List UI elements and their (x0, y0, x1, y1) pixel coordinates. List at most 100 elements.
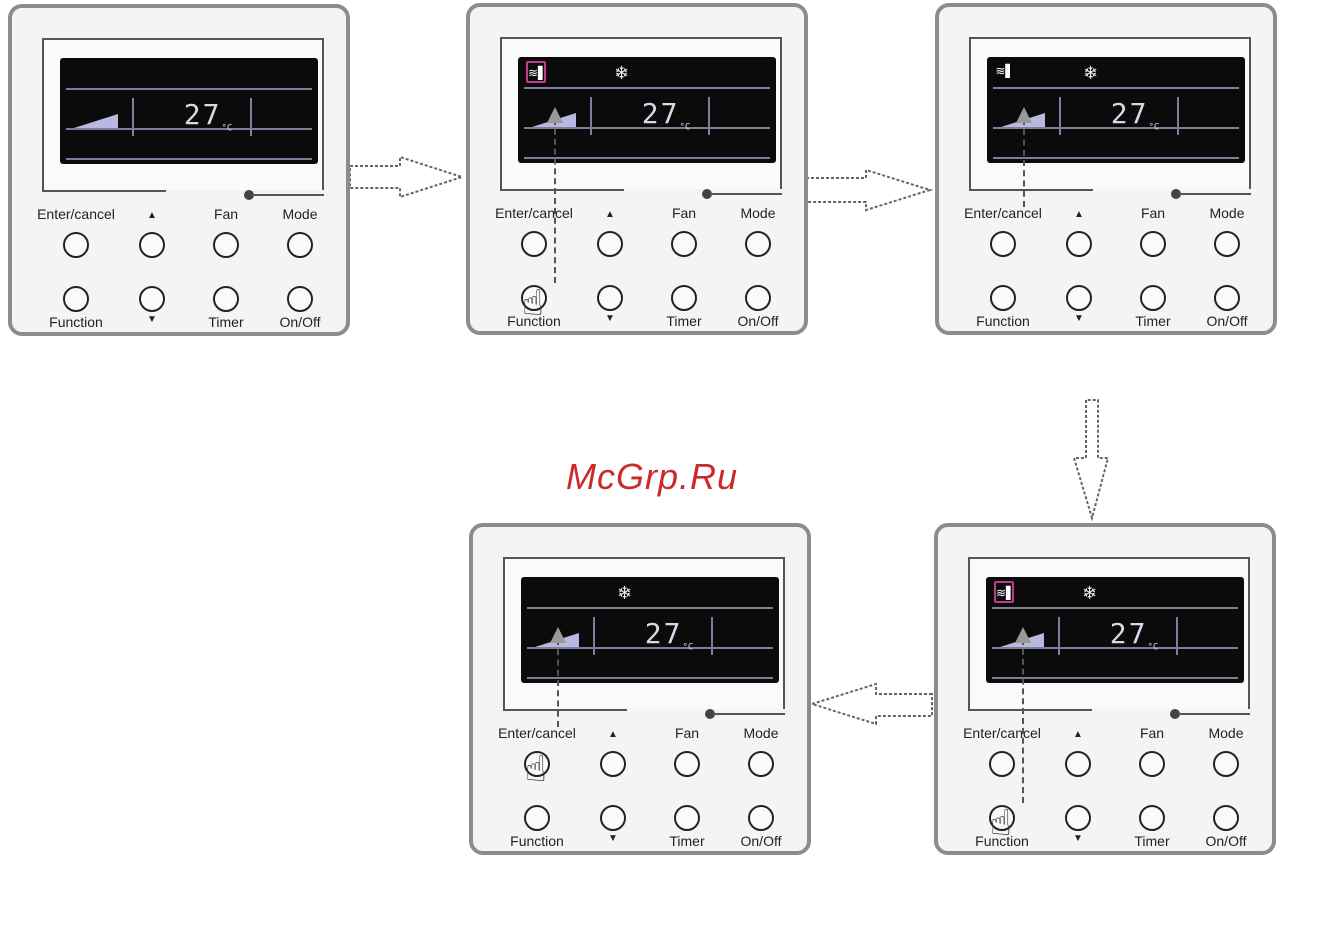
pointer-arrow-icon (547, 107, 563, 123)
mode-button[interactable] (748, 751, 774, 777)
up-button[interactable] (139, 232, 165, 258)
fan-button[interactable] (213, 232, 239, 258)
snowflake-icon: ❄ (1083, 63, 1098, 84)
on-off-button[interactable] (1213, 805, 1239, 831)
lcd-divider (524, 157, 770, 159)
lcd-screen: 27°C ❄ (521, 577, 779, 683)
frame-line (42, 190, 166, 192)
snowflake-icon: ❄ (1082, 583, 1097, 604)
lcd-divider (992, 607, 1238, 609)
pressing-hand-icon: ☝ (522, 283, 544, 324)
lcd-divider (132, 98, 134, 136)
lcd-screen: 27°C❄≋▌ (987, 57, 1245, 163)
lcd-divider (993, 87, 1239, 89)
lcd-screen: 27°C (60, 58, 318, 164)
on-off-label: On/Off (1181, 833, 1271, 849)
lcd-screen: 27°C❄≋▌ (986, 577, 1244, 683)
down-button[interactable] (1065, 805, 1091, 831)
timer-button[interactable] (674, 805, 700, 831)
temperature-value: 27 (1111, 97, 1149, 130)
up-button[interactable] (597, 231, 623, 257)
lcd-divider (1177, 97, 1179, 135)
temperature-value: 27 (645, 617, 683, 650)
function-button[interactable] (63, 286, 89, 312)
function-button[interactable] (524, 805, 550, 831)
watermark: McGrp.Ru (566, 456, 738, 498)
pointer-line (557, 639, 559, 727)
temperature-unit: °C (221, 124, 232, 134)
up-button[interactable] (1065, 751, 1091, 777)
enter-cancel-button[interactable] (521, 231, 547, 257)
temperature-readout: 27°C (626, 97, 706, 133)
fan-speed-icon (74, 114, 122, 128)
snowflake-icon: ❄ (614, 63, 629, 84)
pressing-hand-icon: ☝ (525, 749, 547, 790)
on-off-label: On/Off (1182, 313, 1272, 329)
pointer-arrow-icon (1015, 627, 1031, 643)
frame-line (503, 709, 627, 711)
temperature-value: 27 (184, 98, 222, 131)
enter-cancel-button[interactable] (63, 232, 89, 258)
fan-button[interactable] (674, 751, 700, 777)
enter-cancel-button[interactable] (989, 751, 1015, 777)
down-button[interactable] (139, 286, 165, 312)
indicator-line (713, 713, 785, 715)
timer-button[interactable] (671, 285, 697, 311)
mode-label: Mode (255, 206, 345, 222)
lcd-divider (1059, 97, 1061, 135)
temperature-unit: °C (679, 123, 690, 133)
pointer-line (554, 119, 556, 283)
down-button[interactable] (600, 805, 626, 831)
mode-label: Mode (716, 725, 806, 741)
temperature-value: 27 (1110, 617, 1148, 650)
timer-button[interactable] (213, 286, 239, 312)
down-button[interactable] (1066, 285, 1092, 311)
enter-cancel-button[interactable] (990, 231, 1016, 257)
fan-button[interactable] (671, 231, 697, 257)
function-button[interactable] (990, 285, 1016, 311)
mode-label: Mode (713, 205, 803, 221)
display-frame: 27°C❄≋▌ (968, 557, 1250, 709)
display-frame: 27°C (42, 38, 324, 190)
pressing-hand-icon: ☝ (990, 803, 1012, 844)
temperature-unit: °C (682, 643, 693, 653)
frame-line (968, 709, 1092, 711)
swing-icon: ≋▌ (994, 581, 1014, 603)
lcd-divider (527, 677, 773, 679)
down-button[interactable] (597, 285, 623, 311)
up-button[interactable] (1066, 231, 1092, 257)
lcd-divider (711, 617, 713, 655)
pointer-arrow-icon (1016, 107, 1032, 123)
display-frame: 27°C ❄ (503, 557, 785, 709)
on-off-button[interactable] (1214, 285, 1240, 311)
indicator-line (1179, 193, 1251, 195)
arrow-3-to-4 (1074, 400, 1108, 518)
mode-label: Mode (1182, 205, 1272, 221)
snowflake-icon: ❄ (617, 583, 632, 604)
on-off-button[interactable] (748, 805, 774, 831)
on-off-label: On/Off (716, 833, 806, 849)
on-off-label: On/Off (255, 314, 345, 330)
mode-button[interactable] (1213, 751, 1239, 777)
temperature-readout: 27°C (1095, 97, 1175, 133)
lcd-divider (590, 97, 592, 135)
pointer-arrow-icon (550, 627, 566, 643)
timer-button[interactable] (1139, 805, 1165, 831)
mode-label: Mode (1181, 725, 1271, 741)
lcd-divider (1176, 617, 1178, 655)
lcd-divider (708, 97, 710, 135)
timer-button[interactable] (1140, 285, 1166, 311)
mode-button[interactable] (287, 232, 313, 258)
on-off-button[interactable] (745, 285, 771, 311)
mode-button[interactable] (1214, 231, 1240, 257)
indicator-line (710, 193, 782, 195)
pointer-line (1023, 119, 1025, 207)
on-off-button[interactable] (287, 286, 313, 312)
mode-button[interactable] (745, 231, 771, 257)
fan-button[interactable] (1140, 231, 1166, 257)
up-button[interactable] (600, 751, 626, 777)
fan-button[interactable] (1139, 751, 1165, 777)
